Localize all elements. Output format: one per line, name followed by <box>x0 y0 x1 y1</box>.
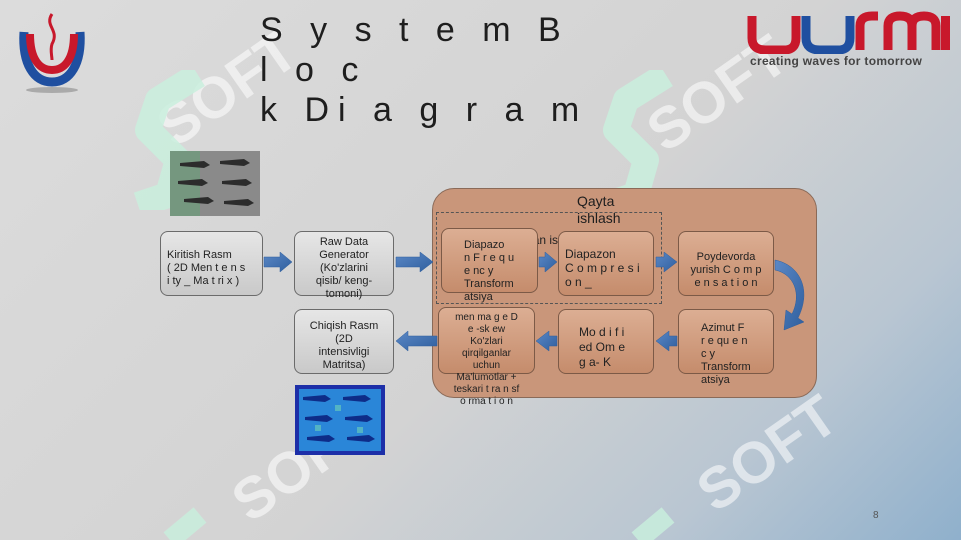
watermark-s-shape <box>133 70 205 210</box>
company-emblem-icon <box>19 13 85 93</box>
rcm-box: Poydevorda yurish C o m p e n s a t i o … <box>678 231 774 296</box>
raw-data-generator-box: Raw Data Generator (Ko'zlarini qisib/ ke… <box>294 231 394 300</box>
page-number: 8 <box>873 510 879 521</box>
panel-title: Qayta ishlash <box>577 193 621 226</box>
modified-omega-k-box: Mo d i f i ed Om e g a- K <box>558 309 654 374</box>
watermark-s-shape <box>163 507 207 540</box>
image-data-deskew-box: men ma g e D e -sk ew Ko'zlari qirqilgan… <box>438 307 535 407</box>
slide-title: S y s t e m B l o c k Di a g r a m <box>260 11 589 129</box>
range-compression-box: Diapazon C o m p r e s i o n _ <box>558 231 654 296</box>
brand-logo <box>744 8 954 78</box>
input-image-box: Kiritish Rasm ( 2D Men t e n s i ty _ Ma… <box>160 231 263 296</box>
brand-tagline: creating waves for tomorrow <box>750 54 923 68</box>
output-image-thumbnail <box>295 385 385 455</box>
output-image-box: Chiqish Rasm (2D intensivligi Matritsa) <box>294 309 394 374</box>
azimuth-frequency-transform-box: Azimut F r e qu e n c y Transform atsiya <box>678 309 774 386</box>
uurmi-logo-icon <box>747 11 950 55</box>
watermark-s-shape <box>631 507 675 540</box>
input-image-thumbnail <box>170 151 260 216</box>
range-frequency-transform-box: Diapazo n F r e q u e nc y Transform ats… <box>441 228 538 303</box>
